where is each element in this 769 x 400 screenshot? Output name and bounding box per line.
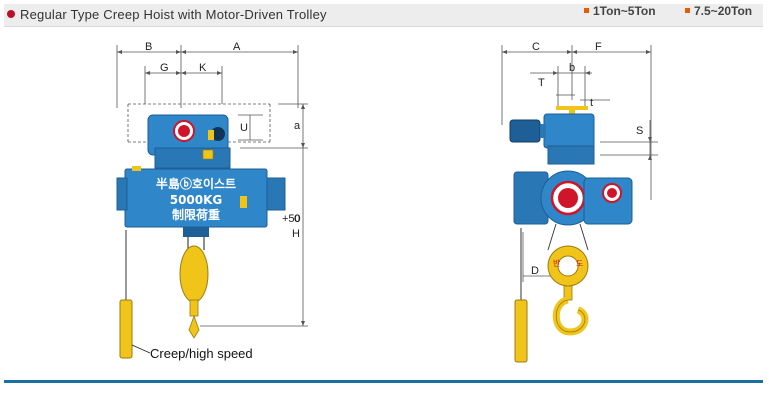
orange-square-icon (685, 8, 690, 14)
creep-speed-caption: Creep/high speed (150, 346, 253, 361)
orange-square-icon (584, 8, 589, 14)
dim-h-sup-label: +50 (282, 213, 301, 225)
dim-g-label: G (160, 62, 169, 74)
dim-t-upper-label: T (538, 77, 545, 89)
capacity-range-small: 1Ton~5Ton (584, 4, 656, 18)
capacity-range-large: 7.5~20Ton (685, 4, 752, 18)
page-title: Regular Type Creep Hoist with Motor-Driv… (20, 7, 327, 22)
title-bar: Regular Type Creep Hoist with Motor-Driv… (4, 4, 763, 27)
dim-b-small-label: b (569, 62, 575, 74)
footer-divider (4, 380, 763, 383)
hook-block-left-text: 반 (553, 259, 561, 268)
title-bullet-icon (7, 10, 15, 18)
hoist-limit-text: 制限荷重 (172, 207, 220, 222)
dim-h-sub-label: 0 (294, 213, 300, 225)
dim-c-label: C (532, 41, 540, 53)
dim-f-label: F (595, 41, 602, 53)
dim-u-label: U (240, 122, 248, 134)
dim-b-label: B (145, 41, 152, 53)
dim-a-small-label: a (294, 120, 301, 132)
dim-t-lower-label: t (590, 97, 593, 109)
hook-block-right-text: 도 (576, 259, 583, 268)
dim-d-label: D (531, 265, 539, 277)
hoist-brand-text: 半島ⓑ호이스트 (156, 176, 236, 191)
dim-s-label: S (636, 125, 643, 137)
front-view: B A G K U a H +50 0 半島ⓑ호이스트 5000KG 制限荷重 (116, 41, 308, 361)
hoist-capacity-text: 5000KG (170, 193, 223, 207)
capacity-range-large-label: 7.5~20Ton (694, 4, 753, 18)
dim-k-label: K (199, 62, 207, 74)
dim-a-label: A (233, 41, 241, 53)
capacity-range-small-label: 1Ton~5Ton (593, 4, 656, 18)
dim-h-label: H (292, 228, 300, 240)
side-view: C F T b t S D 반 도 (501, 41, 658, 363)
